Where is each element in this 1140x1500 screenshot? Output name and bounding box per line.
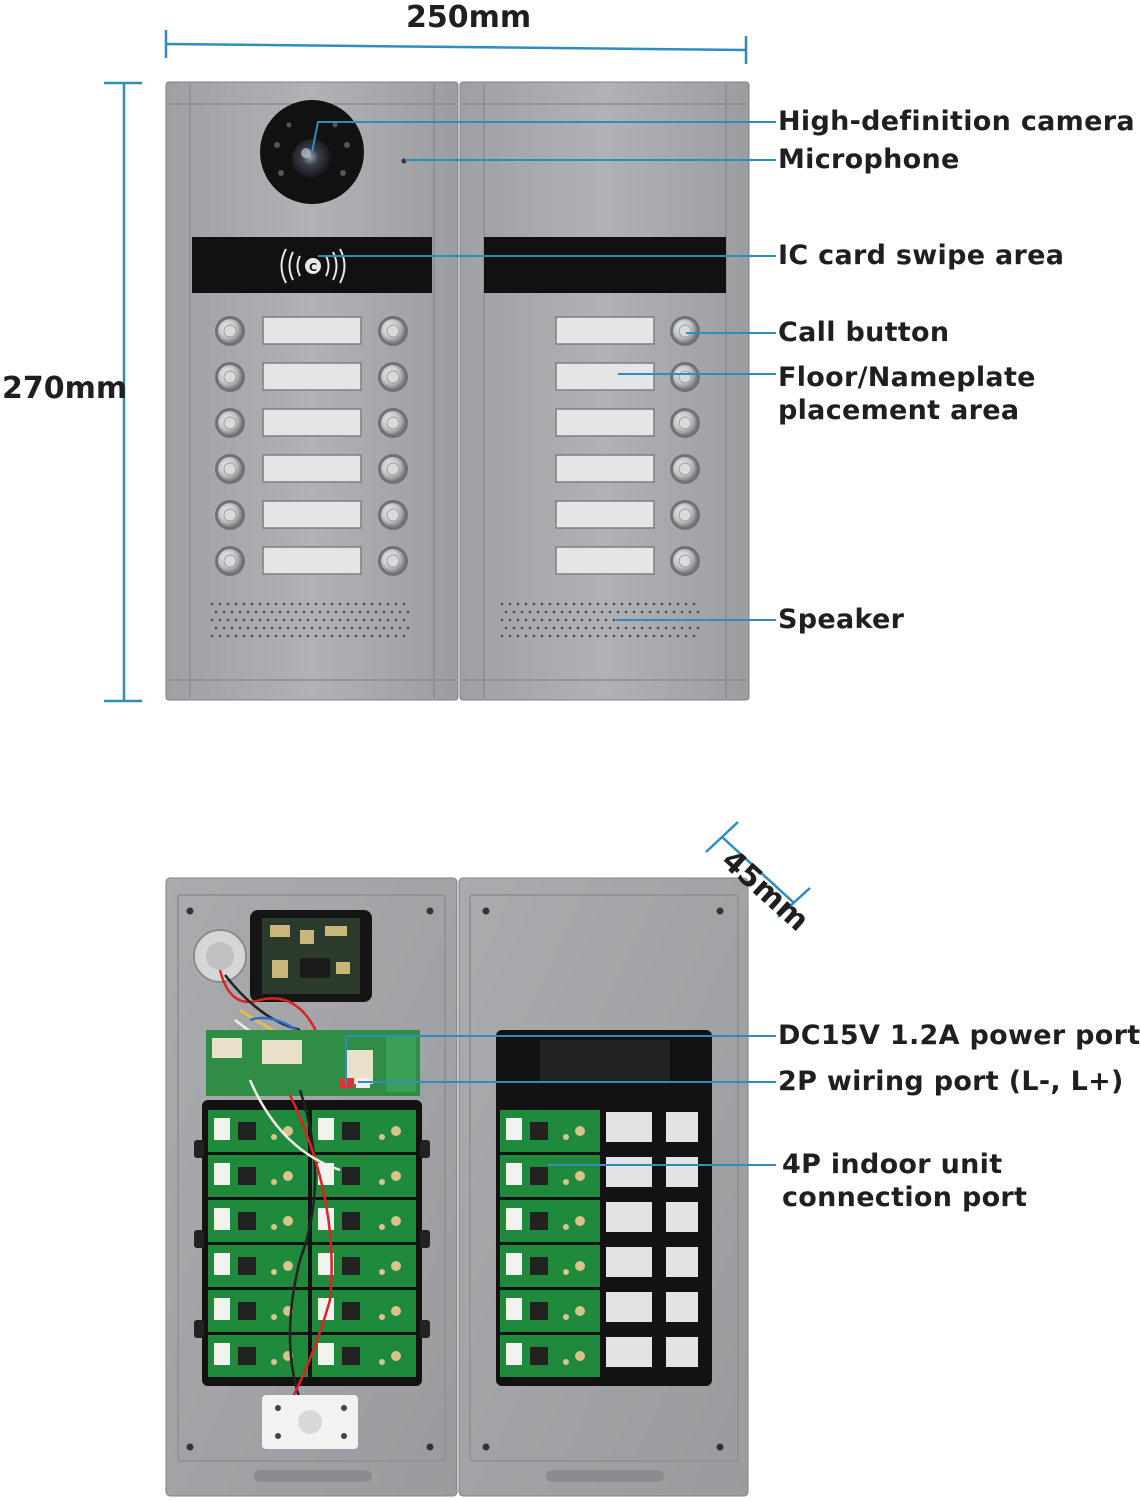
label-microphone: Microphone [778,144,960,175]
height-dimension-line [104,81,142,703]
nameplate-slot [555,500,655,529]
nameplate-slot [262,546,362,575]
window-slot [606,1112,652,1142]
nameplate-slot [262,500,362,529]
back-callout-lines [345,1035,776,1166]
back-panel-right [458,877,749,1497]
height-dimension-label: 270mm [2,371,128,406]
nameplate-slot [262,362,362,391]
call-button-icon [378,316,408,346]
front-callout-lines [311,121,776,621]
call-button-icon [670,362,700,392]
call-button-icon [670,500,700,530]
pcb-board [312,1335,416,1377]
label-ic-card-swipe-area: IC card swipe area [778,240,1065,271]
window-slot [666,1112,698,1142]
pcb-board [500,1245,600,1287]
nameplate-slot [555,408,655,437]
pcb-board [312,1290,416,1332]
pcb-board [312,1245,416,1287]
call-button-icon [670,316,700,346]
pcb-board [500,1155,600,1197]
pcb-board [208,1200,308,1242]
nameplate-slot [555,316,655,345]
label-power-port: DC15V 1.2A power port [778,1020,1140,1051]
pcb-board [208,1245,308,1287]
nameplate-slot [555,362,655,391]
window-slot [666,1202,698,1232]
nameplate-slot [555,546,655,575]
call-button-icon [215,316,245,346]
svg-text:C: C [309,261,317,274]
label-nameplate-area: Floor/Nameplate placement area [778,361,1036,427]
window-slot [666,1292,698,1322]
label-indoor-line2: connection port [782,1182,1028,1213]
label-call-button: Call button [778,317,950,348]
call-button-icon [670,546,700,576]
speaker-grille-icon [210,602,410,638]
call-button-icon [378,546,408,576]
window-slot [666,1247,698,1277]
call-button-icon [670,408,700,438]
window-slot [666,1337,698,1367]
pcb-board [500,1290,600,1332]
width-dimension-line [164,30,748,64]
call-button-icon [215,500,245,530]
speaker-grille-icon [500,602,700,638]
call-button-icon [378,362,408,392]
call-button-icon [670,454,700,484]
label-nameplate-line1: Floor/Nameplate [778,362,1036,393]
mount-tabs [194,1140,430,1338]
pcb-board [500,1110,600,1152]
right-button-rows [555,316,700,576]
nameplate-slot [262,454,362,483]
call-button-icon [215,408,245,438]
pcb-board [500,1335,600,1377]
call-button-icon [378,500,408,530]
label-high-definition-camera: High-definition camera [778,106,1135,137]
label-indoor-unit-port: 4P indoor unit connection port [782,1148,1027,1214]
call-button-icon [378,408,408,438]
window-slot [606,1337,652,1367]
nameplate-slot [262,316,362,345]
depth-dimension-line [705,821,811,918]
label-wiring-port: 2P wiring port (L-, L+) [778,1066,1124,1097]
call-button-icon [378,454,408,484]
window-slot [606,1292,652,1322]
pcb-board [500,1200,600,1242]
label-speaker: Speaker [778,604,905,635]
width-dimension-label: 250mm [406,0,532,35]
pcb-board [208,1110,308,1152]
back-panel-left [165,877,458,1497]
front-panel-left: C [165,81,459,701]
window-slot [606,1202,652,1232]
call-button-icon [215,546,245,576]
nameplate-slot [555,454,655,483]
label-nameplate-line2: placement area [778,395,1020,426]
nfc-icon: C [280,248,346,284]
nameplate-slot [262,408,362,437]
pcb-board [312,1110,416,1152]
window-slot [606,1157,652,1187]
right-black-strip [484,237,726,293]
left-button-rows [215,316,408,576]
pcb-board [312,1155,416,1197]
call-button-icon [215,362,245,392]
pcb-board [208,1155,308,1197]
window-slot [666,1157,698,1187]
window-slot [606,1247,652,1277]
label-indoor-line1: 4P indoor unit [782,1149,1003,1180]
call-button-icon [215,454,245,484]
front-panel-right [459,81,750,701]
